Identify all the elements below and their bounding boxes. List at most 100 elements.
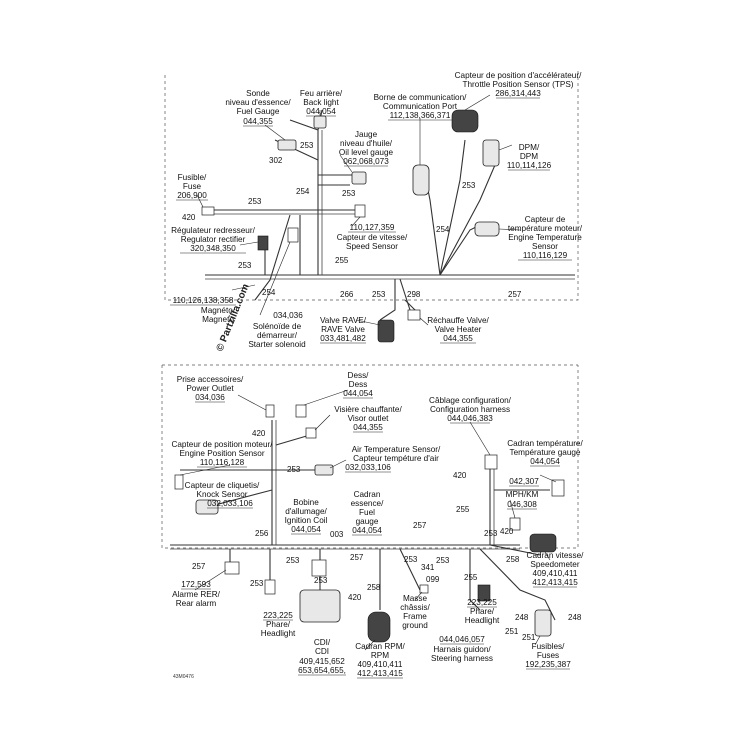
- dpm-icon[interactable]: [482, 139, 500, 167]
- back-light-icon[interactable]: [313, 115, 327, 129]
- config-harness-name-fr: Câblage configuration/: [429, 396, 512, 405]
- speed-sensor-icon[interactable]: [354, 204, 366, 218]
- rear-alarm-label: 172,593 Alarme RER/ Rear alarm: [172, 580, 220, 608]
- engine-temp-sensor-label: Capteur de température moteur/ Engine Te…: [508, 215, 583, 260]
- callout-251: 251: [522, 633, 536, 642]
- engine-temp-sensor-icon[interactable]: [474, 221, 500, 237]
- temperature-gauge-name-fr: Cadran température/: [507, 439, 583, 448]
- fuse-top-name-fr: Fusible/: [178, 173, 207, 182]
- rpm-dial-icon[interactable]: [367, 611, 391, 643]
- harness-outline: [161, 70, 579, 549]
- valve-heater-label: Réchauffe Valve/ Valve Heater 044,355: [427, 316, 489, 343]
- fuel-gauge-sensor-parts: 044,355: [243, 117, 273, 126]
- callout-420: 420: [453, 471, 467, 480]
- fuel-gauge-dial-name-en: Fuel: [359, 508, 375, 517]
- engine-position-sensor-parts: 110,116,128: [200, 458, 245, 467]
- air-temp-sensor-parts: 032,033,106: [345, 463, 391, 472]
- temperature-gauge-name-en: Température gauge: [509, 448, 580, 457]
- visor-outlet-parts: 044,355: [353, 423, 383, 432]
- ignition-coil-icon[interactable]: [311, 559, 327, 577]
- speedometer-icon[interactable]: [529, 533, 557, 553]
- callout-253: 253: [372, 290, 386, 299]
- starter-solenoid-parts: 034,036: [273, 311, 303, 320]
- cdi-icon[interactable]: [299, 589, 341, 623]
- ignition-coil-parts: 044,054: [291, 525, 321, 534]
- rave-valve-parts: 033,481,482: [320, 334, 366, 343]
- mph-km-label: 042,307 MPH/KM 046,308: [506, 477, 540, 509]
- config-harness-name-en: Configuration harness: [430, 405, 510, 414]
- headlight-left-name-en: Headlight: [261, 629, 296, 638]
- callout-257: 257: [413, 521, 427, 530]
- engine-position-sensor-icon[interactable]: [174, 474, 184, 490]
- communication-port-name-en: Communication Port: [383, 102, 458, 111]
- fuse-top-icon[interactable]: [201, 206, 215, 216]
- visor-outlet-icon[interactable]: [305, 427, 317, 439]
- fuel-gauge-sensor-icon[interactable]: [277, 139, 297, 151]
- rear-alarm-icon[interactable]: [224, 561, 240, 575]
- speedometer-parts2: 412,413,415: [532, 578, 578, 587]
- component-shapes: [201, 109, 500, 343]
- headlight-right-icon[interactable]: [477, 584, 491, 602]
- rave-valve-name-en: RAVE Valve: [321, 325, 365, 334]
- callout-254: 254: [296, 187, 310, 196]
- temperature-gauge-parts: 044,054: [530, 457, 560, 466]
- communication-port-name-fr: Borne de communication/: [374, 93, 468, 102]
- steering-harness-name-fr: Harnais guidon/: [433, 645, 491, 654]
- mph-km-parts-b: 046,308: [507, 500, 537, 509]
- knock-sensor-parts: 032,033,106: [207, 499, 253, 508]
- engine-temp-sensor-name-fr: Capteur de: [525, 215, 566, 224]
- callout-341: 341: [421, 563, 435, 572]
- headlight-right-label: 223,225 Phare/ Headlight: [465, 598, 500, 625]
- throttle-sensor-icon[interactable]: [451, 109, 479, 133]
- power-outlet-name-fr: Prise accessoires/: [177, 375, 244, 384]
- frame-ground-name-en2: ground: [402, 621, 428, 630]
- oil-level-gauge-parts: 062,068,073: [343, 157, 389, 166]
- regulator-icon[interactable]: [257, 235, 269, 251]
- fuse-top-label: Fusible/ Fuse 206,900: [177, 173, 207, 200]
- headlight-left-icon[interactable]: [264, 579, 276, 595]
- valve-heater-name-en: Valve Heater: [435, 325, 482, 334]
- communication-port-icon[interactable]: [412, 164, 430, 196]
- throttle-sensor-name-fr: Capteur de position d'accélérateur/: [455, 71, 582, 80]
- fuses-bottom-icon[interactable]: [534, 609, 552, 637]
- valve-heater-name-fr: Réchauffe Valve/: [427, 316, 489, 325]
- callout-254: 254: [436, 225, 450, 234]
- fuel-gauge-sensor-name-fr: Sonde: [246, 89, 270, 98]
- callout-253: 253: [286, 556, 300, 565]
- callout-266: 266: [340, 290, 354, 299]
- starter-solenoid-name-fr2: démarreur/: [257, 331, 298, 340]
- air-temp-sensor-icon[interactable]: [314, 464, 334, 476]
- frame-ground-name-en: Frame: [403, 612, 427, 621]
- starter-solenoid-icon[interactable]: [287, 227, 299, 243]
- rear-alarm-name-en: Rear alarm: [176, 599, 217, 608]
- fuses-bottom-parts: 192,235,387: [525, 660, 571, 669]
- fuel-gauge-sensor-name-en: Fuel Gauge: [237, 107, 280, 116]
- back-light-name-en: Back light: [303, 98, 339, 107]
- callout-251: 251: [505, 627, 519, 636]
- callout-248: 248: [568, 613, 582, 622]
- rpm-dial-name-fr: Cadran RPM/: [355, 642, 405, 651]
- frame-ground-icon[interactable]: [419, 584, 429, 594]
- config-harness-icon[interactable]: [484, 454, 498, 470]
- power-outlet-icon[interactable]: [265, 404, 275, 418]
- rave-valve-name-fr: Valve RAVE/: [320, 316, 367, 325]
- headlight-right-name-fr: Phare/: [470, 607, 495, 616]
- callout-255: 255: [335, 256, 349, 265]
- valve-heater-icon[interactable]: [407, 309, 421, 321]
- knock-sensor-name-fr: Capteur de cliquetis/: [185, 481, 260, 490]
- callout-255: 255: [464, 573, 478, 582]
- engine-temp-sensor-name-fr2: température moteur/: [508, 224, 583, 233]
- rave-valve-icon[interactable]: [377, 319, 395, 343]
- dess-icon[interactable]: [295, 404, 307, 418]
- callout-420: 420: [182, 213, 196, 222]
- callout-302: 302: [269, 156, 283, 165]
- callout-257: 257: [350, 553, 364, 562]
- fuel-gauge-dial-label: Cadran essence/ Fuel gauge 044,054: [351, 490, 384, 535]
- temperature-gauge-icon[interactable]: [551, 479, 565, 497]
- dess-label: Dess/ Dess 044,054: [343, 371, 373, 398]
- lower-harness: [170, 420, 556, 621]
- callout-257: 257: [508, 290, 522, 299]
- oil-level-gauge-icon[interactable]: [351, 171, 367, 185]
- knock-sensor-icon[interactable]: [195, 499, 219, 515]
